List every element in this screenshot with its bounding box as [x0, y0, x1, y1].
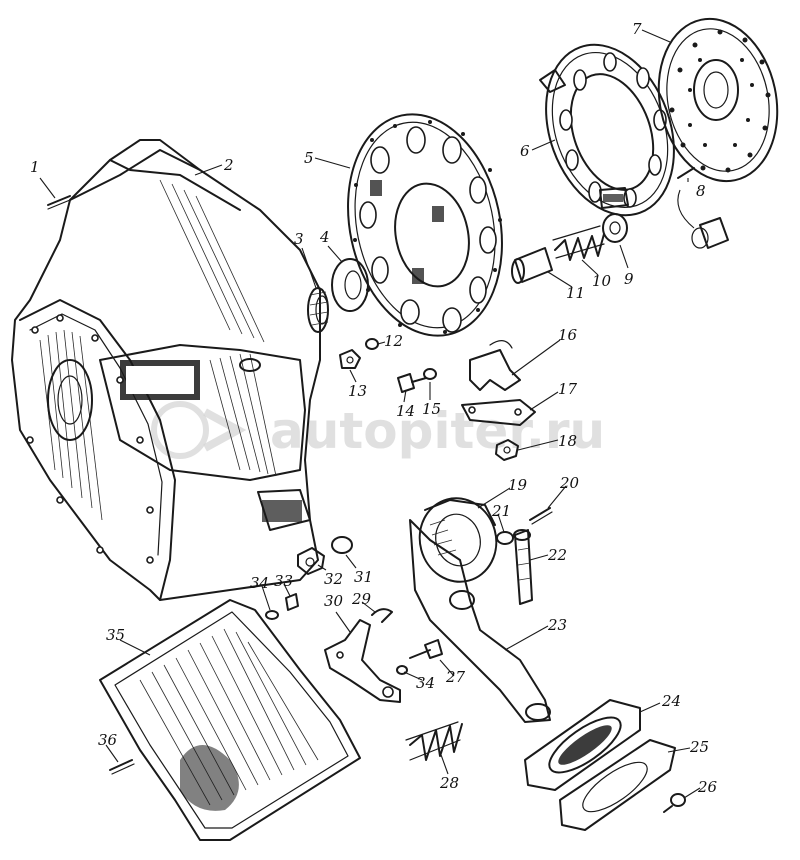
cover-gasket [559, 739, 676, 831]
callout-15: 15 [422, 400, 441, 418]
drive-plate [539, 43, 675, 217]
nut-13 [339, 349, 361, 369]
pressure-plate [347, 113, 503, 337]
screw-26 [663, 793, 686, 813]
clutch-housing [11, 139, 321, 601]
callout-2: 2 [223, 156, 234, 174]
inspection-cover [524, 699, 641, 791]
callout-10: 10 [592, 272, 612, 290]
callout-21: 21 [491, 502, 511, 520]
bracket [324, 619, 401, 703]
screw-33 [285, 593, 299, 611]
callout-17: 17 [558, 380, 578, 398]
housing-window-inner [126, 366, 194, 394]
callout-34-top: 34 [250, 574, 269, 592]
callout-5: 5 [304, 149, 314, 167]
stud [47, 195, 71, 210]
callout-16: 16 [558, 326, 578, 344]
lock-washer-15 [423, 368, 437, 380]
watermark: autopiter.ru [151, 401, 605, 460]
clutch-disc [657, 17, 779, 183]
clip-29 [371, 608, 393, 623]
watermark-logo-ring [151, 401, 209, 459]
callout-4: 4 [319, 228, 330, 246]
callout-30: 30 [324, 592, 344, 610]
callout-26: 26 [697, 778, 718, 796]
watermark-text: autopiter.ru [270, 402, 605, 460]
callout-27: 27 [445, 668, 466, 686]
fork-shaft [513, 529, 533, 605]
nut-31 [331, 536, 353, 554]
bolt-27 [409, 639, 443, 659]
callout-34-lower: 34 [416, 674, 435, 692]
spring-washer [602, 213, 628, 243]
return-spring [405, 721, 463, 761]
callout-29: 29 [351, 590, 372, 608]
nut-32 [297, 547, 325, 575]
callout-32: 32 [324, 570, 343, 588]
nut-12 [365, 338, 379, 350]
bushing [307, 287, 329, 333]
callout-7: 7 [632, 20, 642, 38]
callout-12: 12 [384, 332, 403, 350]
leader-lines [39, 29, 701, 799]
pin-21 [496, 531, 514, 545]
callout-28: 28 [439, 774, 459, 792]
callout-6: 6 [520, 142, 530, 160]
callout-9: 9 [624, 270, 634, 288]
washer-34-lower [396, 665, 408, 675]
pressure-spring [552, 225, 605, 261]
spring-cup [511, 247, 553, 284]
callout-20: 20 [559, 474, 580, 492]
callout-25: 25 [689, 738, 709, 756]
thrust-washer [331, 258, 369, 312]
callout-24: 24 [661, 692, 681, 710]
callout-33: 33 [274, 572, 293, 590]
bolt-14 [397, 373, 427, 393]
callout-35: 35 [106, 626, 125, 644]
callout-1: 1 [30, 158, 40, 176]
watermark-logo-arrow [203, 408, 247, 452]
callout-19: 19 [508, 476, 528, 494]
callout-22: 22 [547, 546, 567, 564]
callout-labels: 1 2 3 4 5 6 7 8 9 10 11 12 13 14 15 16 1… [30, 20, 718, 796]
washer-34-top [265, 610, 279, 620]
callout-18: 18 [558, 432, 577, 450]
callout-31: 31 [354, 568, 373, 586]
callout-23: 23 [547, 616, 567, 634]
callout-14: 14 [396, 402, 415, 420]
callout-13: 13 [348, 382, 367, 400]
lower-cover [99, 599, 361, 841]
cotter-pin-36 [109, 759, 135, 775]
cotter-pin-20 [529, 507, 553, 525]
screw [677, 167, 729, 249]
spring-clip [469, 340, 521, 391]
release-lever [461, 399, 536, 426]
callout-11: 11 [566, 284, 585, 302]
nut-18 [495, 439, 519, 461]
callout-36: 36 [98, 731, 118, 749]
clutch-fork [409, 519, 551, 723]
callout-8: 8 [696, 182, 706, 200]
callout-3: 3 [294, 230, 304, 248]
